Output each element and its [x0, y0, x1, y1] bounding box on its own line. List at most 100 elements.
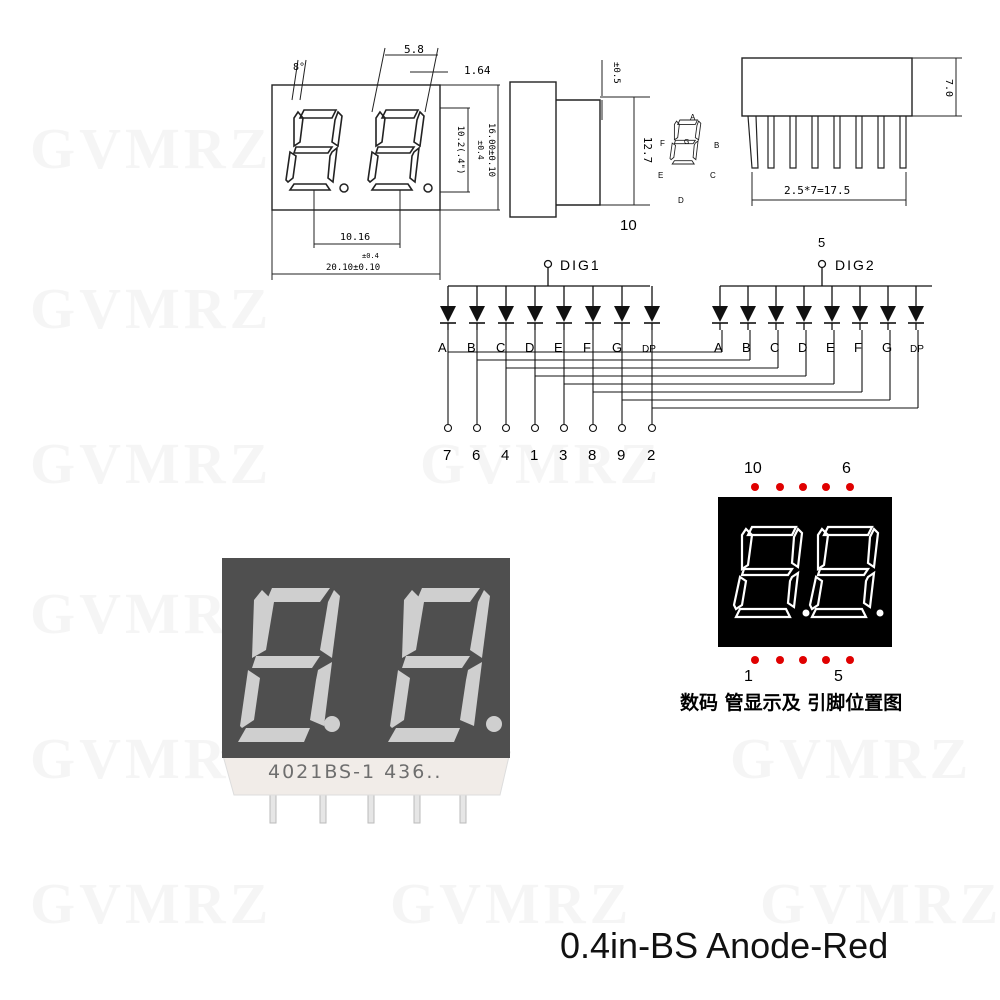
- pin-dot: [799, 656, 807, 664]
- dim-seg-offset: 1.64: [464, 64, 491, 77]
- diode-a: [712, 286, 728, 330]
- diode-e: [556, 286, 572, 330]
- diode-c: [498, 286, 514, 330]
- seg-label-e: E: [658, 171, 663, 180]
- dig2-pin: 5: [818, 235, 825, 250]
- dig2-segment-labels: A B C D E F G DP: [714, 340, 924, 355]
- diode-d: [527, 286, 543, 330]
- seg-label-c: C: [710, 171, 716, 180]
- diode-b: [740, 286, 756, 330]
- seg-label-e: E: [554, 340, 563, 355]
- dim-digit-pitch-top: 5.8: [404, 43, 424, 56]
- chip-photo: [221, 558, 511, 824]
- seg-label-a: A: [714, 340, 723, 355]
- seg-label-d: D: [798, 340, 807, 355]
- pin-number: 7: [443, 447, 451, 464]
- dim-width-a: ±0.4: [362, 252, 379, 260]
- dim-body-height-a: ±0.4: [476, 140, 485, 159]
- pinout-display: 10 6 1 5: [718, 460, 892, 685]
- dig2-label: DIG2: [835, 257, 876, 273]
- seg-label-f: F: [583, 340, 591, 355]
- pin-number: 9: [617, 447, 625, 464]
- seg-label-a: A: [438, 340, 447, 355]
- dig1-segment-labels: A B C D E F G DP: [438, 340, 656, 355]
- display-dp-2: [876, 609, 884, 617]
- seg-label-b: B: [714, 141, 719, 150]
- pin-dot: [822, 483, 830, 491]
- pin-dot: [846, 656, 854, 664]
- seg-label-f: F: [854, 340, 862, 355]
- pin-dot: [846, 483, 854, 491]
- pin-terminal: [559, 423, 569, 433]
- pin-dot: [776, 656, 784, 664]
- dim-side-height: 12.7: [641, 137, 654, 164]
- dp-1-outline: [339, 183, 349, 193]
- display-digit-2: [808, 525, 880, 619]
- pin-view-body: [741, 57, 913, 117]
- dim-width-b: 20.10±0.10: [326, 263, 380, 273]
- seg-label-g: G: [612, 340, 622, 355]
- pin-legs: [747, 115, 907, 169]
- seg-label-b: B: [467, 340, 476, 355]
- dim-angle: 8°: [293, 62, 305, 73]
- diode-e: [824, 286, 840, 330]
- dim-body-height-b: 16.00±0.10: [486, 123, 496, 177]
- pin-terminal: [472, 423, 482, 433]
- seg-label-b: B: [742, 340, 751, 355]
- pin-label-6: 6: [842, 460, 851, 477]
- pin-dot: [751, 483, 759, 491]
- seg-label-dp: DP: [910, 344, 924, 355]
- seg-label-f: F: [660, 139, 665, 148]
- seg-label-dp: DP: [642, 344, 656, 355]
- display-dp-1: [802, 609, 810, 617]
- pin-terminal: [501, 423, 511, 433]
- diode-b: [469, 286, 485, 330]
- pin-number: 3: [559, 447, 567, 464]
- pin-number: 1: [530, 447, 538, 464]
- pin-terminal: [530, 423, 540, 433]
- pin-number: 2: [647, 447, 655, 464]
- seg-label-c: C: [496, 340, 505, 355]
- dimension-drawing: 8° 5.8 1.64 10.2(.4") ±0.4 16.00±0.10 10…: [271, 43, 962, 464]
- seg-label-g: G: [684, 139, 689, 146]
- dim-pitch: 10.16: [340, 232, 370, 243]
- pin-label-10: 10: [744, 460, 762, 477]
- dim-pin-span: 2.5*7=17.5: [784, 184, 850, 197]
- display-digit-1: [732, 525, 804, 619]
- digit-1-outline: [285, 109, 343, 191]
- pinout-caption: 数码 管显示及 引脚位置图: [680, 692, 903, 714]
- pin-number: 4: [501, 447, 509, 464]
- digit-2-outline: [367, 109, 425, 191]
- pin-number: 8: [588, 447, 596, 464]
- pin-label-1: 1: [744, 668, 753, 685]
- diode-dp: [908, 286, 924, 330]
- chip-dp-2: [486, 716, 502, 732]
- pin-dot: [776, 483, 784, 491]
- chip-digit-2: [388, 588, 490, 742]
- pin-terminal: [617, 423, 627, 433]
- chip-digit-1: [238, 588, 340, 742]
- segment-busses: [443, 330, 919, 433]
- pin-label-5: 5: [834, 668, 843, 685]
- seg-label-d: D: [525, 340, 534, 355]
- pin-terminal: [588, 423, 598, 433]
- pin-dot: [799, 483, 807, 491]
- diode-g: [880, 286, 896, 330]
- pin-terminal: [647, 423, 657, 433]
- chip-part-label: 4021BS-1 436..: [268, 761, 443, 783]
- seg-label-g: G: [882, 340, 892, 355]
- dp-2-outline: [423, 183, 433, 193]
- dig1-label: DIG1: [560, 257, 601, 273]
- diode-dp: [644, 286, 660, 330]
- watermark: GVMRZ: [730, 725, 972, 792]
- pin-dot: [751, 656, 759, 664]
- dim-dp-tol: ±0.5: [611, 62, 621, 84]
- seg-label-c: C: [770, 340, 779, 355]
- seg-label-a: A: [690, 113, 696, 122]
- display-body: [718, 497, 892, 647]
- seg-label-e: E: [826, 340, 835, 355]
- dim-side-depth: 10: [620, 217, 637, 234]
- diode-f: [585, 286, 601, 330]
- dim-digit-height: 10.2(.4"): [455, 126, 465, 175]
